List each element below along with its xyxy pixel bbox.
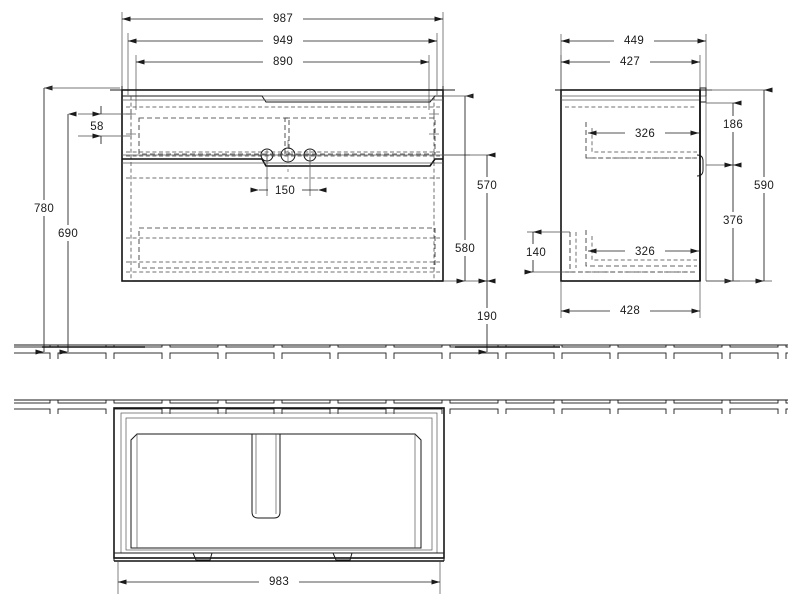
dimension-150: 150 — [250, 157, 327, 198]
dim-label-150: 150 — [275, 185, 295, 197]
dimension-58: 58 — [78, 106, 130, 144]
dim-label-580: 580 — [455, 243, 475, 255]
plan-cabinet-body — [113, 407, 445, 562]
dimension-326-lower: 326 — [588, 243, 699, 259]
dimension-428: 428 — [560, 281, 701, 318]
dim-label-983: 983 — [269, 576, 289, 588]
side-elevation-view: 449 427 — [519, 32, 781, 318]
dimension-186: 186 — [706, 100, 750, 168]
dim-label-780: 780 — [34, 203, 54, 215]
dimension-780: 780 — [28, 85, 120, 355]
plan-view: 983 — [14, 400, 788, 594]
dimension-580: 580 — [443, 93, 483, 284]
dim-label-326-upper: 326 — [635, 128, 655, 140]
dim-label-326-lower: 326 — [635, 246, 655, 258]
dim-label-890: 890 — [273, 56, 293, 68]
dim-label-449: 449 — [624, 35, 644, 47]
dim-label-690: 690 — [58, 228, 78, 240]
front-cabinet-body — [110, 86, 470, 282]
front-elevation-view: 987 949 890 — [28, 10, 505, 355]
dim-label-590: 590 — [754, 180, 774, 192]
dimension-326-upper: 326 — [588, 125, 699, 141]
dim-label-987: 987 — [273, 13, 293, 25]
dimension-690: 690 — [52, 111, 86, 355]
dim-label-570: 570 — [477, 180, 497, 192]
dimension-427: 427 — [560, 53, 701, 95]
dimension-376: 376 — [706, 162, 750, 284]
dimension-140: 140 — [519, 229, 570, 275]
floor-hatch-lower — [14, 400, 788, 414]
dimension-190: 190 — [471, 278, 505, 355]
mounting-mark-right — [429, 109, 439, 139]
dimension-987: 987 — [121, 10, 444, 95]
dimension-983: 983 — [117, 561, 441, 594]
dim-label-140: 140 — [526, 247, 546, 259]
dim-label-427: 427 — [620, 56, 640, 68]
dim-label-949: 949 — [273, 35, 293, 47]
dim-label-376: 376 — [723, 215, 743, 227]
dim-label-58: 58 — [90, 121, 103, 133]
dimension-570: 570 — [443, 152, 505, 284]
side-cabinet-body — [555, 88, 712, 282]
dimension-949: 949 — [127, 32, 438, 95]
tap-hole-group — [252, 140, 325, 172]
dim-label-190: 190 — [477, 311, 497, 323]
dim-label-186: 186 — [723, 119, 743, 131]
floor-hatch-upper — [14, 345, 788, 359]
dimension-590: 590 — [706, 87, 781, 284]
dimension-890: 890 — [135, 53, 430, 110]
dim-label-428: 428 — [620, 305, 640, 317]
